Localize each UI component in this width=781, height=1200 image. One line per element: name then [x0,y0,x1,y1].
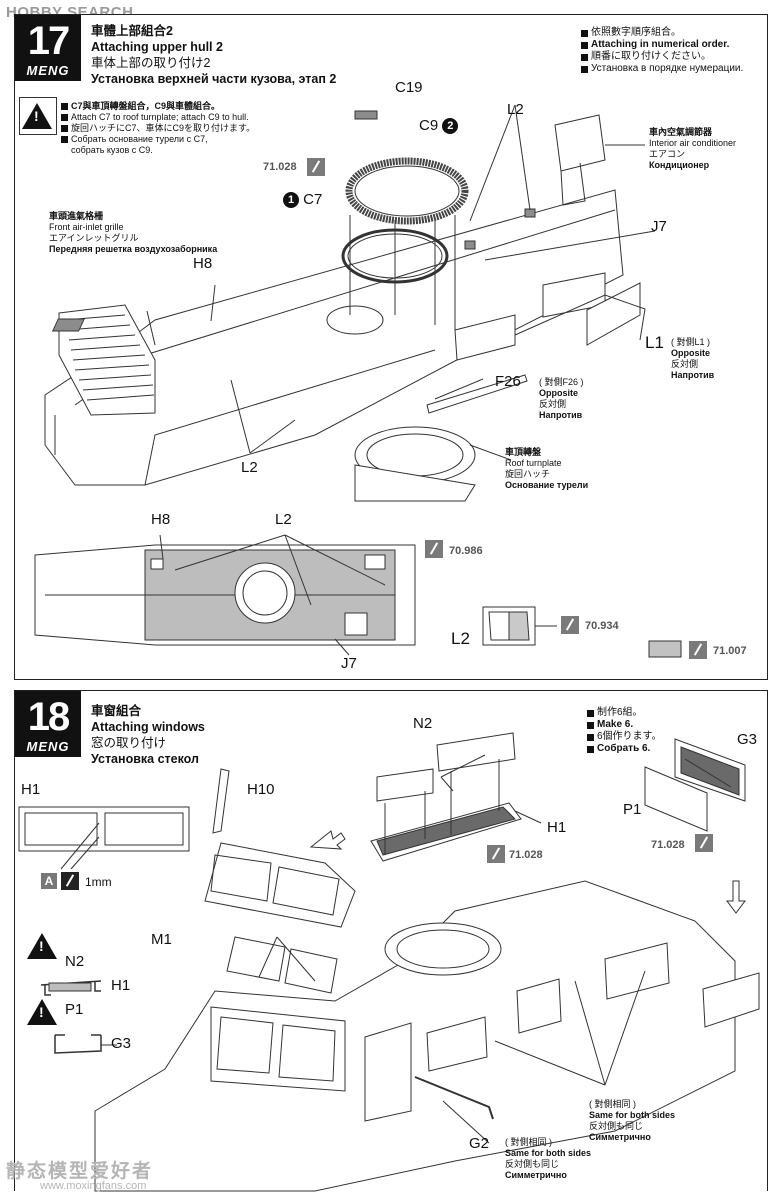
brand-logo: MENG [26,63,70,78]
title-ru: Установка стекол [91,752,199,766]
title-ja: 車体上部の取り付け2 [91,56,211,70]
paint-code-3: 70.934 [585,620,619,632]
step-number: 18 [27,695,71,739]
paint-brush-icon [307,158,325,176]
part-label-h1-tray: H1 [547,819,567,836]
part-label-h8: H8 [193,255,213,272]
warning-icon [27,999,57,1025]
part-label-l2-detail: L2 [451,629,470,648]
warning-icon [22,103,52,129]
part-label-n2-small: N2 [65,953,85,970]
part-label-h1-small: H1 [111,977,131,994]
warning-box [19,97,57,135]
step-title: 車窗組合 Attaching windows 窓の取り付け Установка … [91,703,205,767]
part-label-l1: L1 [645,333,664,352]
part-label-h1: H1 [21,781,41,798]
watermark-url: www.moxingfans.com [40,1180,147,1192]
make-note: 制作6組。 Make 6. 6個作ります。 Собрать 6. [587,707,662,755]
title-ru: Установка верхней части кузова, этап 2 [91,72,337,86]
step-number: 17 [27,19,71,63]
part-label-g2: G2 [469,1135,490,1152]
title-en: Attaching windows [91,720,205,734]
part-label-h8-plan: H8 [151,511,171,528]
order-badge-2: 2 [442,118,459,135]
part-label-l2-lower: L2 [241,459,258,476]
paint-brush-icon [487,845,505,863]
step-17-panel: 17 MENG 車體上部組合2 Attaching upper hull 2 車… [14,14,768,680]
part-label-n2: N2 [413,715,433,732]
part-label-j7: J7 [651,218,667,235]
title-en: Attaching upper hull 2 [91,40,223,54]
part-label-m1: M1 [151,931,172,948]
paint-brush-icon [561,616,579,634]
cement-label: A [41,873,57,889]
step-18-panel: 18 MENG 車窗組合 Attaching windows 窓の取り付け Ус… [14,690,768,1192]
step-17-badge: 17 MENG [15,15,81,81]
title-ja: 窓の取り付け [91,736,167,750]
paint-code-1: 71.028 [509,849,543,861]
grille-slats [64,314,155,401]
paint-code-1: 71.028 [263,161,297,173]
warning-note: C7與車頂轉盤組合，C9與車體組合。 Attach C7 to roof tur… [61,101,255,156]
cement-size: 1mm [85,875,112,889]
part-label-l2-plan: L2 [275,511,292,528]
part-label-j7-plan: J7 [341,655,357,672]
paint-brush-icon [695,834,713,852]
part-label-p1: P1 [623,801,642,818]
part-label-l2: L2 [507,101,524,118]
part-label-c9: C9 2 [419,117,459,135]
part-label-g3: G3 [737,731,758,748]
cement-brush-icon [61,872,79,890]
windows-drawing [18,732,760,1192]
part-label-h10: H10 [247,781,275,798]
brand-logo: MENG [26,739,70,754]
step-18-badge: 18 MENG [15,691,81,757]
title-zh: 車窗組合 [91,704,142,718]
paint-brush-icon [689,641,707,659]
part-label-c19: C19 [395,79,423,96]
order-badge-1: 1 [283,192,299,209]
paint-code-2: 70.986 [449,545,483,557]
warning-icon [27,933,57,959]
part-label-f26: F26 [495,373,521,390]
step-title: 車體上部組合2 Attaching upper hull 2 車体上部の取り付け… [91,23,336,87]
part-label-c7: 1 C7 [283,191,322,209]
part-label-g3-small: G3 [111,1035,132,1052]
paint-code-2: 71.028 [651,839,685,851]
part-label-p1-small: P1 [65,1001,84,1018]
paint-code-4: 71.007 [713,645,747,657]
order-note: 依照數字順序組合。 Attaching in numerical order. … [581,27,743,75]
paint-brush-icon [425,540,443,558]
watermark-site: 静态模型爱好者 [6,1161,154,1182]
hull-drawing [34,104,682,658]
title-zh: 車體上部組合2 [91,24,173,38]
